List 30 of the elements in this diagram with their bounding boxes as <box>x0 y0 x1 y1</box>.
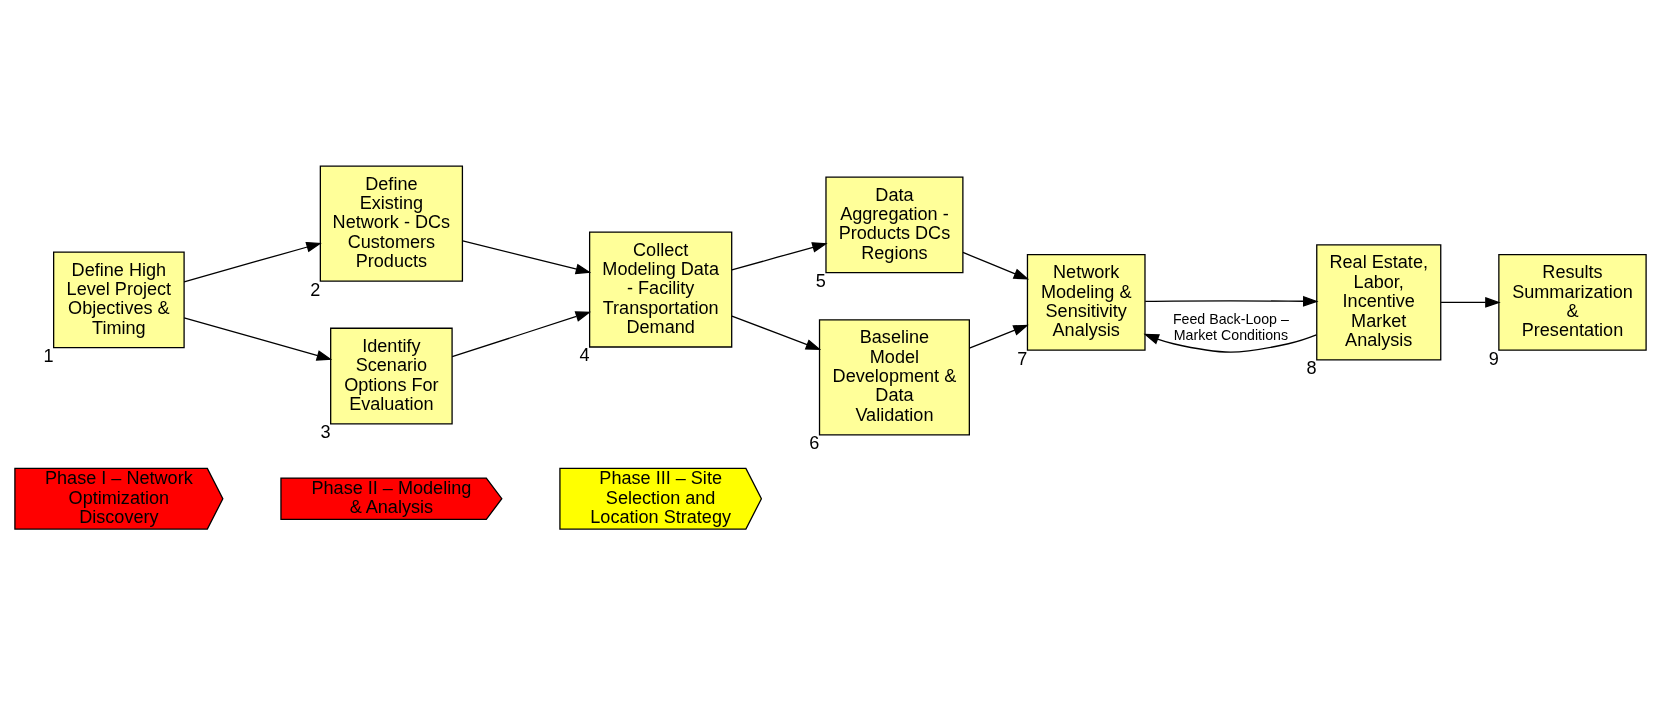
arrow <box>968 324 1029 349</box>
arrow <box>731 315 822 350</box>
node-label: 4 <box>579 345 590 366</box>
arrow <box>451 311 592 358</box>
node-label: 5 <box>815 271 826 292</box>
arrow <box>1440 297 1501 308</box>
node-box: Collect Modeling Data - Facility Transportation Demand <box>589 231 733 348</box>
node-label: 8 <box>1306 358 1317 379</box>
node-label: 6 <box>809 433 820 454</box>
node-label: 1 <box>43 346 54 367</box>
node-box: Define High Level Project Objectives & Timing <box>53 251 185 349</box>
arrow <box>1143 333 1317 353</box>
arrow <box>962 251 1030 280</box>
arrow <box>183 241 322 283</box>
node-label: 3 <box>320 422 331 443</box>
arrow <box>1144 295 1319 307</box>
edge-label: Feed Back-Loop – Market Conditions <box>1172 311 1289 343</box>
node-box: Identify Scenario Options For Evaluation <box>330 327 453 425</box>
node-box: Define Existing Network - DCs Customers Products <box>319 165 464 282</box>
node-box: Network Modeling & Sensitivity Analysis <box>1026 254 1146 351</box>
node-label: 2 <box>310 279 321 300</box>
arrow <box>183 317 333 361</box>
node-box: Results Summarization & Presentation <box>1498 254 1647 351</box>
node-label: 7 <box>1017 348 1028 369</box>
arrow <box>731 242 828 271</box>
node-box: Data Aggregation - Products DCs Regions <box>825 176 964 274</box>
node-label: 9 <box>1488 348 1499 369</box>
node-box: Baseline Model Development & Data Validation <box>818 319 970 436</box>
arrow <box>462 240 592 275</box>
node-box: Real Estate, Labor, Incentive Market Analysis <box>1316 244 1442 361</box>
